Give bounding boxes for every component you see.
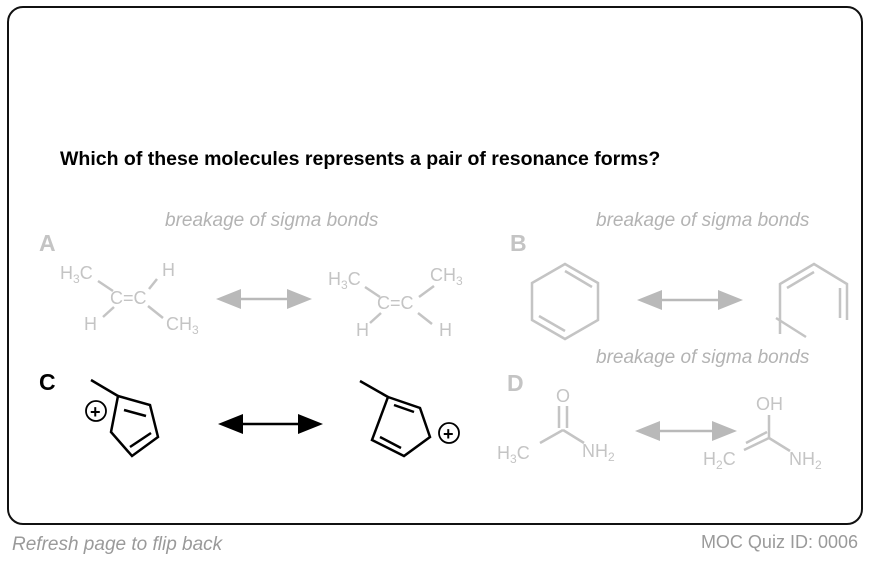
c2-charge-plus xyxy=(438,422,460,444)
a2-h3c: H3C xyxy=(328,269,361,292)
question-text: Which of these molecules represents a pa… xyxy=(60,148,661,170)
a1-cc: C=C xyxy=(110,288,147,308)
option-b-note: breakage of sigma bonds xyxy=(596,210,810,231)
d1-h3c: H3C xyxy=(497,443,530,466)
d2-oh: OH xyxy=(756,394,783,414)
quiz-id: MOC Quiz ID: 0006 xyxy=(700,532,858,552)
svg-text:+: + xyxy=(443,424,454,444)
option-c-letter[interactable]: C xyxy=(39,369,56,395)
d2-nh2: NH2 xyxy=(789,449,822,472)
a1-h-bottom: H xyxy=(84,314,97,334)
option-d-letter[interactable]: D xyxy=(507,370,524,396)
option-b-letter[interactable]: B xyxy=(510,230,527,256)
d2-h2c: H2C xyxy=(703,449,736,472)
option-a-note: breakage of sigma bonds xyxy=(165,210,379,231)
option-b-molecules xyxy=(530,262,849,341)
option-a-letter[interactable]: A xyxy=(39,230,56,256)
option-a-molecules: H3C H C=C H CH3 H3C CH3 C=C H H xyxy=(60,260,463,340)
svg-text:+: + xyxy=(90,402,101,422)
a1-h3c: H3C xyxy=(60,263,93,286)
option-c-molecules: + + xyxy=(85,378,460,458)
a2-ch3: CH3 xyxy=(430,265,463,288)
option-d-note: breakage of sigma bonds xyxy=(596,347,810,368)
a2-h-right: H xyxy=(439,320,452,340)
refresh-hint: Refresh page to flip back xyxy=(12,534,223,555)
d1-nh2: NH2 xyxy=(582,441,615,464)
c1-charge-plus xyxy=(85,400,107,422)
a1-h-top: H xyxy=(162,260,175,280)
d1-oxygen: O xyxy=(556,386,570,406)
a2-h-left: H xyxy=(356,320,369,340)
a1-ch3: CH3 xyxy=(166,314,199,337)
a2-cc: C=C xyxy=(377,293,414,313)
option-d-molecules: O H3C NH2 OH H2C NH2 xyxy=(497,386,822,472)
